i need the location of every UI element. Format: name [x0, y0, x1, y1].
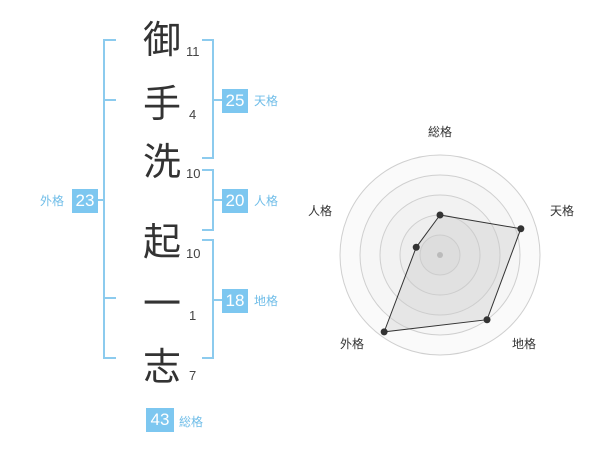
- name-char-2: 手: [142, 82, 181, 126]
- stroke-count-4: 10: [186, 246, 201, 261]
- chikaku-bracket: [202, 239, 214, 359]
- stroke-count-6: 7: [189, 368, 197, 383]
- radar-point-0: [436, 211, 444, 219]
- radar-point-4: [412, 243, 420, 251]
- gaikaku-value: 23: [72, 189, 98, 213]
- soukaku-value: 43: [146, 408, 174, 432]
- name-char-6: 志: [142, 345, 181, 389]
- radar-point-3: [380, 328, 388, 336]
- name-char-4: 起: [142, 220, 181, 264]
- tenkaku-value: 25: [222, 89, 248, 113]
- radar-axis-label-chikaku: 地格: [512, 337, 537, 351]
- radar-axis-label-gaikaku: 外格: [340, 337, 365, 351]
- radar-point-1: [517, 225, 525, 233]
- tenkaku-label: 天格: [254, 94, 279, 108]
- gaikaku-bracket: [103, 39, 116, 359]
- radar-axis-label-tenkaku: 天格: [550, 204, 575, 218]
- stroke-count-1: 11: [186, 44, 200, 59]
- jinkaku-label: 人格: [254, 194, 279, 208]
- name-char-5: 一: [142, 282, 181, 326]
- jinkaku-value: 20: [222, 189, 248, 213]
- name-char-3: 洗: [142, 140, 181, 184]
- stroke-count-3: 10: [186, 166, 201, 181]
- jinkaku-bracket: [202, 169, 214, 231]
- gaikaku-label: 外格: [40, 194, 65, 208]
- stroke-count-5: 1: [189, 308, 197, 323]
- tenkaku-bracket: [202, 39, 214, 159]
- radar-center: [437, 252, 443, 258]
- radar-axis-label-jinkaku: 人格: [308, 204, 333, 218]
- chikaku-label: 地格: [254, 294, 279, 308]
- soukaku-label: 総格: [179, 415, 204, 429]
- radar-axis-label-soukaku: 総格: [428, 125, 453, 139]
- stroke-count-2: 4: [189, 107, 197, 122]
- radar-point-2: [483, 316, 491, 324]
- name-char-1: 御: [142, 18, 181, 62]
- radar-polygon: [383, 214, 522, 333]
- radar-chart: [339, 154, 541, 356]
- chikaku-value: 18: [222, 289, 248, 313]
